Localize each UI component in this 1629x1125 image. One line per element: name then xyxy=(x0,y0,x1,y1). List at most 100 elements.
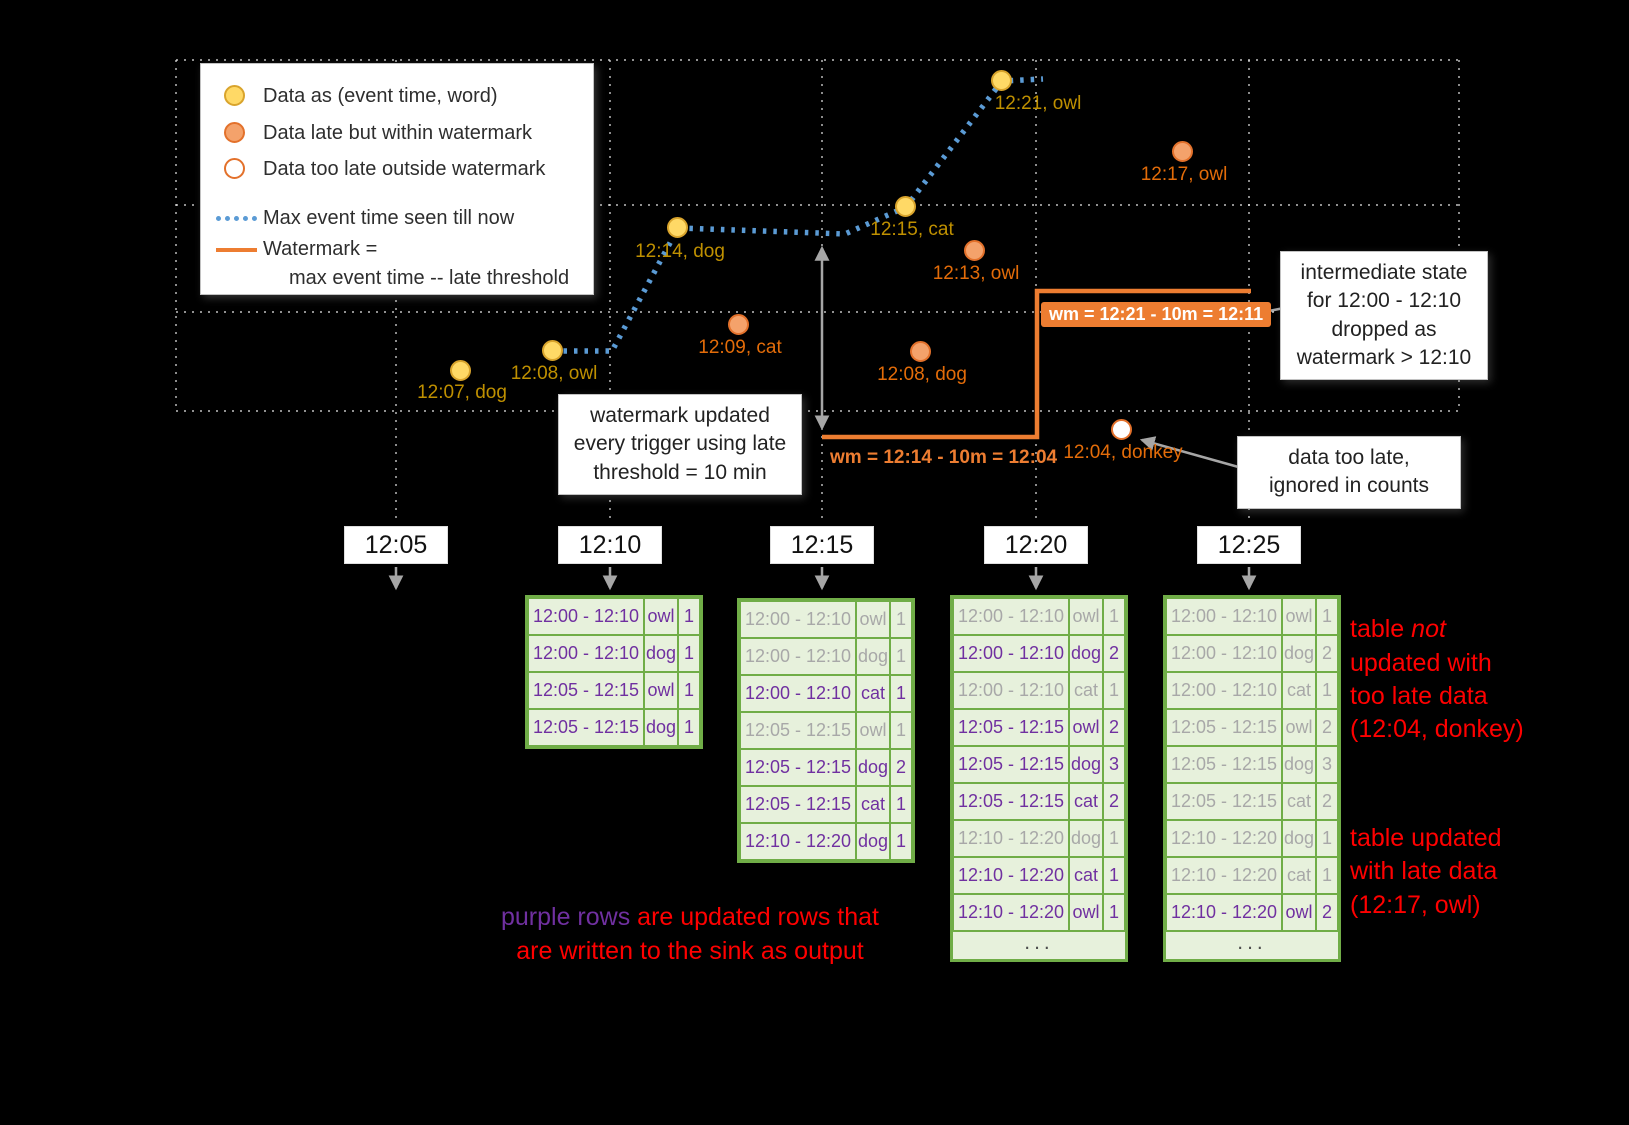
legend-item-watermark-cont: max event time -- late threshold xyxy=(201,266,593,292)
count-cell: 1 xyxy=(678,598,700,635)
word-cell: dog xyxy=(1282,820,1316,857)
word-cell: owl xyxy=(1069,709,1103,746)
trigger-arrows xyxy=(388,567,1257,591)
table-row: 12:00 - 12:10 cat 1 xyxy=(1166,672,1338,709)
word-cell: dog xyxy=(644,709,678,746)
data-point xyxy=(728,314,749,335)
legend: Data as (event time, word) Data late but… xyxy=(200,63,594,295)
count-cell: 1 xyxy=(890,786,912,823)
count-cell: 3 xyxy=(1103,746,1125,783)
data-point-label: 12:13, owl xyxy=(932,263,1020,284)
table-row: 12:10 - 12:20 cat 1 xyxy=(953,857,1125,894)
table-row: 12:00 - 12:10 cat 1 xyxy=(953,672,1125,709)
count-cell: 2 xyxy=(1103,783,1125,820)
window-cell: 12:00 - 12:10 xyxy=(953,635,1069,672)
table-row: 12:05 - 12:15 owl 2 xyxy=(1166,709,1338,746)
count-cell: 2 xyxy=(1316,635,1338,672)
window-cell: 12:05 - 12:15 xyxy=(953,783,1069,820)
legend-label: Data as (event time, word) xyxy=(263,85,498,107)
window-cell: 12:05 - 12:15 xyxy=(740,786,856,823)
table-row: 12:05 - 12:15 owl 1 xyxy=(740,712,912,749)
data-point-label: 12:14, dog xyxy=(635,241,725,262)
purple-rows-highlight: purple rows xyxy=(500,903,631,932)
ontime-point-icon xyxy=(224,85,245,106)
count-cell: 1 xyxy=(1103,820,1125,857)
word-cell: cat xyxy=(1282,857,1316,894)
count-cell: 1 xyxy=(678,709,700,746)
window-cell: 12:05 - 12:15 xyxy=(1166,783,1282,820)
trigger-time-12-25: 12:25 xyxy=(1197,526,1301,564)
table-row: 12:05 - 12:15 dog 2 xyxy=(740,749,912,786)
table-row: 12:00 - 12:10 owl 1 xyxy=(953,598,1125,635)
word-cell: cat xyxy=(1069,857,1103,894)
result-table-12-15: 12:00 - 12:10 owl 1 12:00 - 12:10 dog 1 … xyxy=(737,598,915,863)
window-cell: 12:05 - 12:15 xyxy=(528,709,644,746)
data-point-label: 12:15, cat xyxy=(870,219,954,240)
table-updated-note: table updated with late data (12:17, owl… xyxy=(1350,824,1502,919)
table-row: 12:10 - 12:20 owl 1 xyxy=(953,894,1125,931)
window-cell: 12:05 - 12:15 xyxy=(740,712,856,749)
data-point-label: 12:07, dog xyxy=(417,382,507,403)
window-cell: 12:10 - 12:20 xyxy=(740,823,856,860)
window-cell: 12:00 - 12:10 xyxy=(953,598,1069,635)
window-cell: 12:05 - 12:15 xyxy=(740,749,856,786)
count-cell: 1 xyxy=(1103,857,1125,894)
table-row: 12:05 - 12:15 owl 2 xyxy=(953,709,1125,746)
data-point xyxy=(895,196,916,217)
word-cell: owl xyxy=(1282,709,1316,746)
legend-item-ontime: Data as (event time, word) xyxy=(201,84,593,110)
window-cell: 12:00 - 12:10 xyxy=(1166,672,1282,709)
trigger-time-12-15: 12:15 xyxy=(770,526,874,564)
data-point-label: 12:17, owl xyxy=(1140,164,1228,185)
table-row: 12:00 - 12:10 owl 1 xyxy=(1166,598,1338,635)
table-row: 12:05 - 12:15 dog 3 xyxy=(1166,746,1338,783)
window-cell: 12:05 - 12:15 xyxy=(1166,746,1282,783)
count-cell: 1 xyxy=(1103,894,1125,931)
table-rows: 12:00 - 12:10 owl 1 12:00 - 12:10 dog 1 … xyxy=(740,601,912,860)
count-cell: 1 xyxy=(890,601,912,638)
table-not-updated-note: table not updated with too late data (12… xyxy=(1350,580,1524,746)
window-cell: 12:10 - 12:20 xyxy=(1166,857,1282,894)
count-cell: 1 xyxy=(1103,672,1125,709)
legend-label: max event time -- late threshold xyxy=(289,267,570,289)
count-cell: 1 xyxy=(890,712,912,749)
watermark-value-badge: wm = 12:21 - 10m = 12:11 xyxy=(1041,302,1272,327)
count-cell: 1 xyxy=(678,672,700,709)
table-row: 12:05 - 12:15 dog 1 xyxy=(528,709,700,746)
data-point xyxy=(450,360,471,381)
word-cell: cat xyxy=(1282,783,1316,820)
count-cell: 2 xyxy=(1103,709,1125,746)
legend-label: Max event time seen till now xyxy=(263,207,515,229)
table-row: 12:10 - 12:20 dog 1 xyxy=(740,823,912,860)
max-event-time-line xyxy=(553,76,1044,354)
count-cell: 1 xyxy=(1316,857,1338,894)
trigger-time-12-05: 12:05 xyxy=(344,526,448,564)
table-row: 12:05 - 12:15 cat 2 xyxy=(953,783,1125,820)
too-late-note: data too late, ignored in counts xyxy=(1237,436,1461,509)
word-cell: cat xyxy=(1282,672,1316,709)
table-rows: 12:00 - 12:10 owl 1 12:00 - 12:10 dog 2 … xyxy=(1166,598,1338,931)
word-cell: dog xyxy=(1069,820,1103,857)
note-text: table xyxy=(1350,615,1412,644)
table-ellipsis: ... xyxy=(1166,931,1338,959)
data-point-label: 12:21, owl xyxy=(994,93,1082,114)
window-cell: 12:00 - 12:10 xyxy=(740,601,856,638)
table-row: 12:00 - 12:10 owl 1 xyxy=(740,601,912,638)
legend-label: Data late but within watermark xyxy=(263,122,533,144)
word-cell: dog xyxy=(1282,746,1316,783)
window-cell: 12:10 - 12:20 xyxy=(1166,820,1282,857)
not-italic: not xyxy=(1411,615,1446,644)
table-row: 12:00 - 12:10 dog 1 xyxy=(740,638,912,675)
watermark-value-label: wm = 12:14 - 10m = 12:04 xyxy=(830,447,1058,468)
table-rows: 12:00 - 12:10 owl 1 12:00 - 12:10 dog 1 … xyxy=(528,598,700,746)
legend-label: Data too late outside watermark xyxy=(263,158,546,180)
count-cell: 1 xyxy=(890,638,912,675)
window-cell: 12:10 - 12:20 xyxy=(953,857,1069,894)
purple-rows-rest: are updated rows that are written to the… xyxy=(516,903,879,965)
word-cell: dog xyxy=(856,638,890,675)
word-cell: owl xyxy=(856,712,890,749)
data-point xyxy=(667,217,688,238)
legend-item-max-event-time: Max event time seen till now xyxy=(201,206,593,232)
max-event-time-line-icon xyxy=(216,216,257,221)
